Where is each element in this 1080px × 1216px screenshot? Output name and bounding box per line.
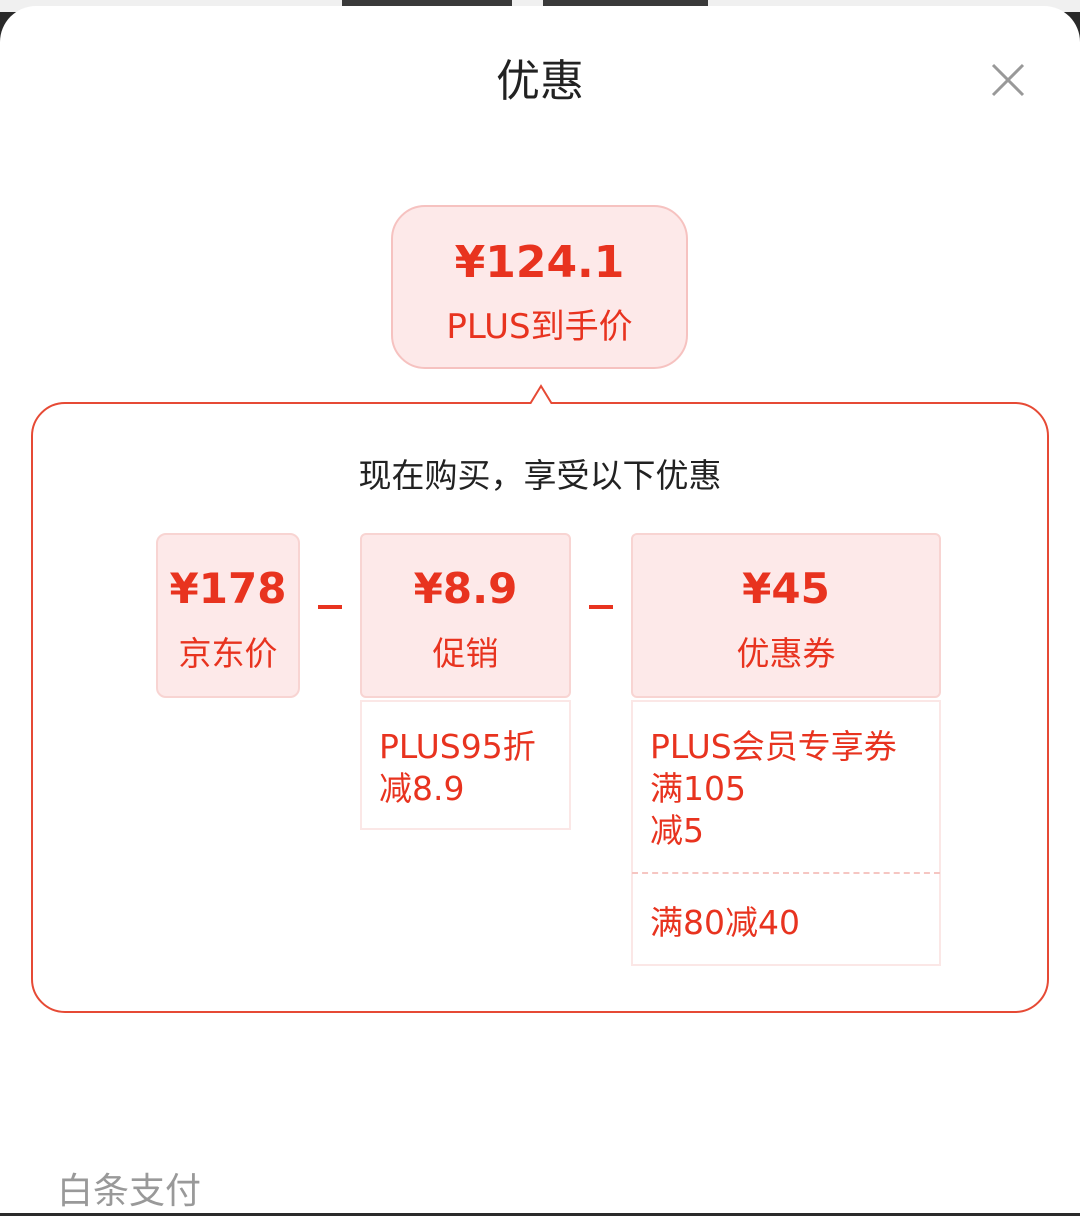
breakdown-subtitle: 现在购买，享受以下优惠 — [358, 456, 722, 495]
promotion-card: ¥8.9 促销 — [360, 533, 571, 698]
final-price-label: PLUS到手价 — [446, 307, 633, 347]
promotion-value: ¥8.9 — [413, 564, 518, 613]
final-price-badge: ¥124.1 PLUS到手价 — [391, 205, 688, 369]
minus-operator — [318, 605, 342, 609]
coupon-detail-line: 满80减40 — [650, 903, 800, 942]
panel-pointer — [512, 384, 570, 406]
close-icon — [991, 63, 1025, 97]
jd-price-label: 京东价 — [178, 634, 278, 673]
close-button[interactable] — [986, 58, 1030, 102]
promotion-detail: PLUS95折 减8.9 — [360, 700, 571, 830]
sheet-title: 优惠 — [496, 56, 584, 107]
coupon-detail-line: PLUS会员专享券 — [650, 727, 897, 766]
coupon-divider — [632, 872, 940, 874]
coupon-value: ¥45 — [742, 564, 830, 613]
promotion-label: 促销 — [432, 634, 499, 673]
promotion-detail-line: 减8.9 — [379, 769, 465, 808]
coupon-card: ¥45 优惠券 — [631, 533, 941, 698]
coupon-detail-line: 满105 — [650, 769, 746, 808]
minus-operator — [589, 605, 613, 609]
coupon-detail: PLUS会员专享券 满105 减5 满80减40 — [631, 700, 941, 966]
final-price: ¥124.1 — [454, 237, 625, 288]
baitiao-payment-label[interactable]: 白条支付 — [57, 1171, 202, 1212]
jd-price-card: ¥178 京东价 — [156, 533, 300, 698]
jd-price-value: ¥178 — [169, 564, 287, 613]
promotion-detail-line: PLUS95折 — [379, 727, 536, 766]
coupon-detail-line: 减5 — [650, 811, 704, 850]
coupon-label: 优惠券 — [736, 634, 836, 673]
